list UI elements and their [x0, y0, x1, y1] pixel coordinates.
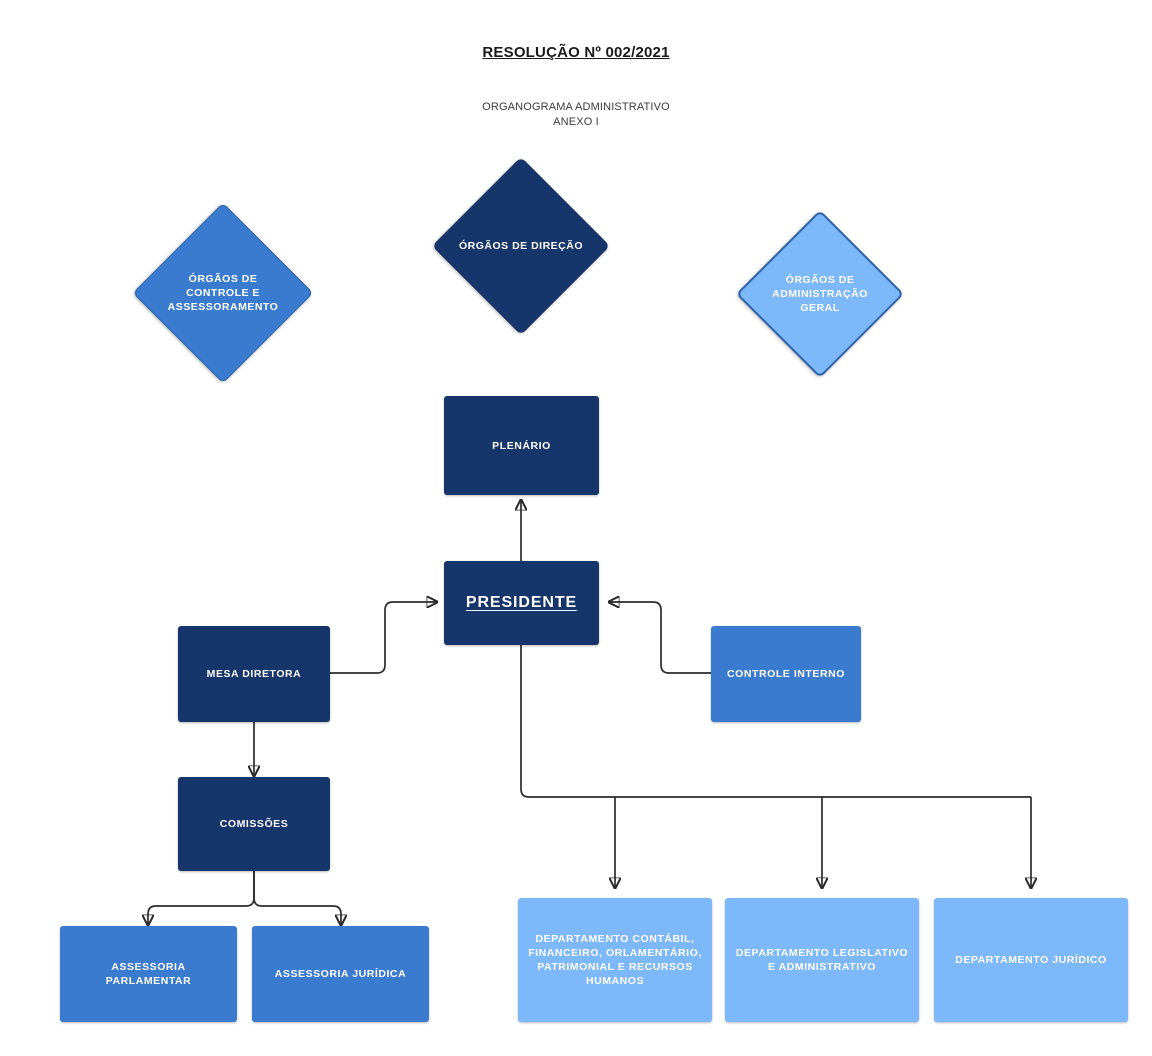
subtitle-line-1: ORGANOGRAMA ADMINISTRATIVO	[482, 101, 670, 113]
node-label: DEPARTAMENTO LEGISLATIVO E ADMINISTRATIV…	[735, 947, 909, 973]
node-departamento-contabil[interactable]: DEPARTAMENTO CONTÁBIL, FINANCEIRO, ORLAM…	[518, 898, 712, 1022]
page-subtitle: ORGANOGRAMA ADMINISTRATIVO ANEXO I	[0, 100, 1152, 130]
wire-controle-presidente	[609, 602, 711, 674]
node-departamento-legislativo[interactable]: DEPARTAMENTO LEGISLATIVO E ADMINISTRATIV…	[725, 898, 919, 1022]
diamond-label: ÓRGÃOS DE CONTROLE E ASSESSORAMENTO	[167, 273, 279, 313]
diamond-orgaos-controle-assessoramento[interactable]: ÓRGÃOS DE CONTROLE E ASSESSORAMENTO	[132, 202, 314, 384]
diamond-label: ÓRGÃOS DE DIREÇÃO	[458, 240, 583, 252]
node-label: DEPARTAMENTO JURÍDICO	[955, 954, 1107, 966]
node-controle-interno[interactable]: CONTROLE INTERNO	[711, 626, 861, 722]
node-label: ASSESSORIA PARLAMENTAR	[105, 961, 192, 987]
node-mesa-diretora[interactable]: MESA DIRETORA	[178, 626, 330, 722]
wire-comissoes-parlamentar	[148, 870, 255, 925]
node-label: PRESIDENTE	[465, 594, 578, 611]
node-assessoria-juridica[interactable]: ASSESSORIA JURÍDICA	[252, 926, 429, 1022]
page-title: RESOLUÇÃO Nº 002/2021	[482, 44, 670, 61]
node-label: PLENÁRIO	[492, 439, 551, 452]
diamond-orgaos-administracao-geral[interactable]: ÓRGÃOS DE ADMINISTRAÇÃO GERAL	[735, 209, 905, 379]
subtitle-line-2: ANEXO I	[553, 116, 599, 128]
node-departamento-juridico[interactable]: DEPARTAMENTO JURÍDICO	[934, 898, 1128, 1022]
node-label: ASSESSORIA JURÍDICA	[274, 968, 407, 980]
node-comissoes[interactable]: COMISSÕES	[178, 777, 330, 871]
node-plenario[interactable]: PLENÁRIO	[444, 396, 599, 495]
node-label: COMISSÕES	[219, 818, 289, 830]
node-presidente[interactable]: PRESIDENTE	[444, 561, 599, 645]
node-label: CONTROLE INTERNO	[727, 668, 845, 680]
diamond-orgaos-direcao[interactable]: ÓRGÃOS DE DIREÇÃO	[431, 156, 611, 336]
diamond-label: ÓRGÃOS DE ADMINISTRAÇÃO GERAL	[772, 274, 868, 314]
node-assessoria-parlamentar[interactable]: ASSESSORIA PARLAMENTAR	[60, 926, 237, 1022]
node-label: DEPARTAMENTO CONTÁBIL, FINANCEIRO, ORLAM…	[528, 933, 702, 987]
node-label: MESA DIRETORA	[206, 668, 302, 680]
wire-comissoes-juridica	[253, 870, 341, 925]
wire-mesa-presidente	[330, 602, 437, 674]
